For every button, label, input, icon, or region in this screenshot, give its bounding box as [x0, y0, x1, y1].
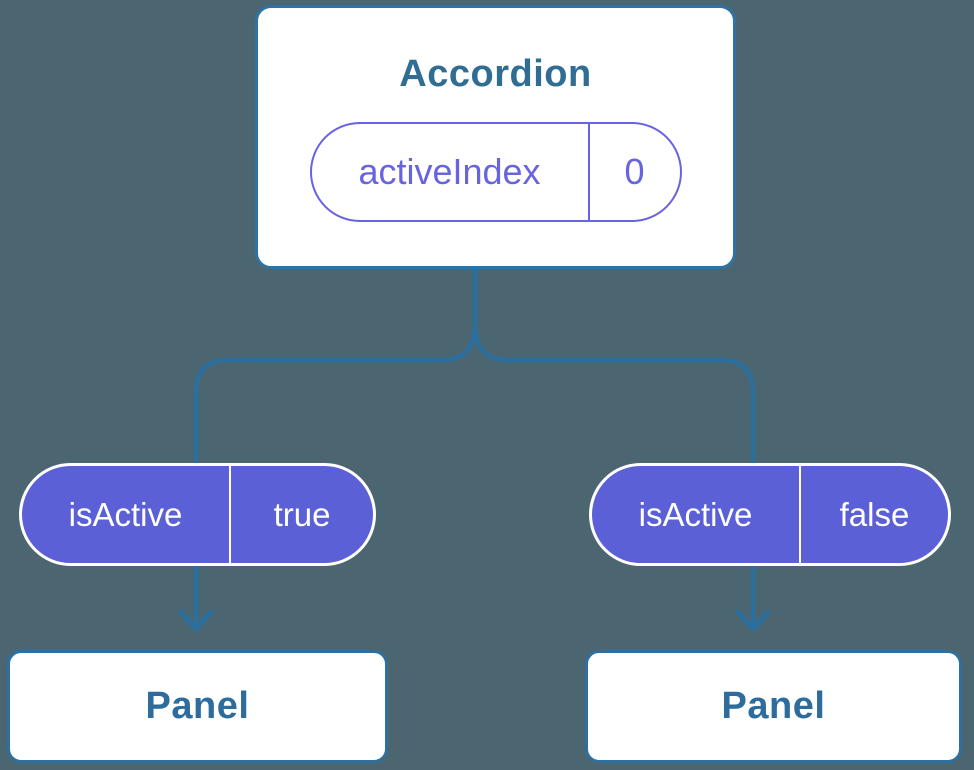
- arrow-down-icon: [178, 609, 214, 632]
- prop-value: false: [839, 495, 910, 533]
- state-pill-activeindex: activeIndex 0: [309, 122, 682, 222]
- accordion-title: Accordion: [399, 53, 592, 95]
- prop-value: true: [273, 495, 331, 533]
- state-name: activeIndex: [358, 151, 541, 192]
- connector-branch-right: [472, 322, 756, 468]
- panel-node-right: Panel: [585, 650, 962, 763]
- state-value: 0: [587, 124, 680, 220]
- panel-node-left: Panel: [7, 650, 388, 763]
- connector-branch-left: [193, 322, 478, 468]
- prop-name: isActive: [22, 466, 231, 563]
- prop-pill-isactive-true: isActive true: [19, 463, 376, 566]
- prop-pill-isactive-false: isActive false: [589, 463, 951, 566]
- panel-label: Panel: [145, 685, 250, 727]
- prop-name: isActive: [592, 466, 801, 563]
- arrow-down-icon: [735, 609, 771, 632]
- accordion-node: Accordion activeIndex 0: [255, 5, 736, 269]
- panel-label: Panel: [721, 685, 826, 727]
